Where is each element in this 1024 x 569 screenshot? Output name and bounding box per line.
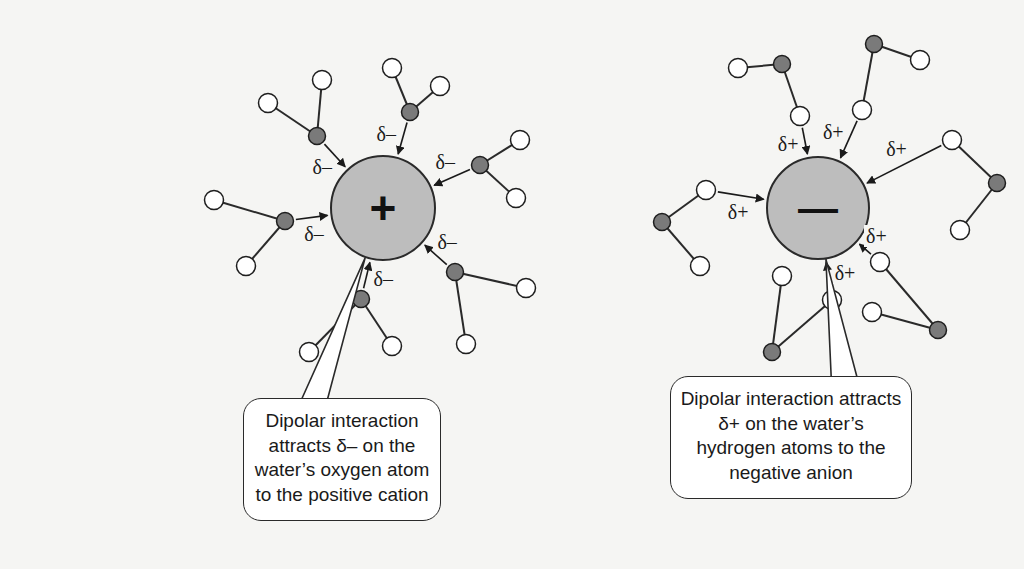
hydrogen-atom [383, 337, 402, 356]
hydrogen-atom [773, 267, 792, 286]
partial-charge-label: δ+ [833, 262, 858, 284]
oxygen-atom [447, 264, 464, 281]
oxygen-atom [402, 104, 419, 121]
bond-line [455, 272, 526, 288]
partial-charge-label: δ– [372, 268, 395, 290]
charge-sign: + [370, 185, 397, 231]
hydrogen-atom [517, 279, 536, 298]
oxygen-atom [764, 344, 781, 361]
oxygen-atom [930, 322, 947, 339]
partial-charge-label: δ– [311, 156, 334, 178]
partial-charge-label: δ+ [864, 225, 889, 247]
hydrogen-atom [237, 257, 256, 276]
callout-box: Dipolar interaction attracts δ– on the w… [243, 398, 441, 521]
hydrogen-atom [691, 257, 710, 276]
callout-text: Dipolar interaction attracts δ+ on the w… [680, 387, 902, 486]
bond-line [872, 312, 938, 330]
anion-circle: — [766, 156, 870, 260]
hydrogen-atom [871, 253, 890, 272]
hydrogen-atom [313, 71, 332, 90]
hydrogen-atom [863, 303, 882, 322]
callout-box: Dipolar interaction attracts δ+ on the w… [670, 376, 912, 499]
bond-line [880, 262, 938, 330]
hydrogen-atom [300, 343, 319, 362]
charge-sign: — [798, 188, 838, 228]
oxygen-atom [654, 214, 671, 231]
cation-circle: + [330, 155, 436, 261]
partial-charge-label: δ+ [884, 138, 909, 160]
attraction-arrow [296, 215, 328, 219]
oxygen-atom [989, 175, 1006, 192]
hydrogen-atom [853, 101, 872, 120]
hydrogen-atom [911, 51, 930, 70]
oxygen-atom [774, 56, 791, 73]
hydrogen-atom [259, 94, 278, 113]
partial-charge-label: δ– [433, 151, 456, 173]
attraction-arrow [802, 128, 807, 154]
callout-tail [826, 259, 857, 378]
partial-charge-label: δ+ [821, 121, 846, 143]
bond-line [455, 272, 466, 344]
hydrogen-atom [383, 59, 402, 78]
hydrogen-atom [791, 107, 810, 126]
partial-charge-label: δ– [435, 231, 458, 253]
hydrogen-atom [507, 189, 526, 208]
bond-line [214, 200, 285, 221]
bond-line [772, 276, 782, 352]
bond-line [772, 300, 832, 352]
oxygen-atom [309, 128, 326, 145]
hydrogen-atom [457, 335, 476, 354]
partial-charge-label: δ– [375, 123, 398, 145]
callout-text: Dipolar interaction attracts δ– on the w… [253, 409, 431, 508]
molecule-group [205, 36, 1006, 362]
callout-tail [301, 258, 365, 400]
partial-charge-label: δ+ [726, 201, 751, 223]
oxygen-atom [866, 36, 883, 53]
attraction-arrow [398, 123, 407, 155]
oxygen-atom [277, 213, 294, 230]
partial-charge-label: δ+ [776, 133, 801, 155]
hydrogen-atom [943, 131, 962, 150]
hydrogen-atom [697, 181, 716, 200]
attraction-arrow [718, 192, 764, 199]
hydrogen-atom [729, 59, 748, 78]
hydrogen-atom [205, 191, 224, 210]
hydrogen-atom [951, 221, 970, 240]
hydrogen-atom [511, 131, 530, 150]
oxygen-atom [472, 157, 489, 174]
hydrogen-atom [431, 77, 450, 96]
attraction-arrow [364, 262, 370, 288]
partial-charge-label: δ– [302, 223, 325, 245]
